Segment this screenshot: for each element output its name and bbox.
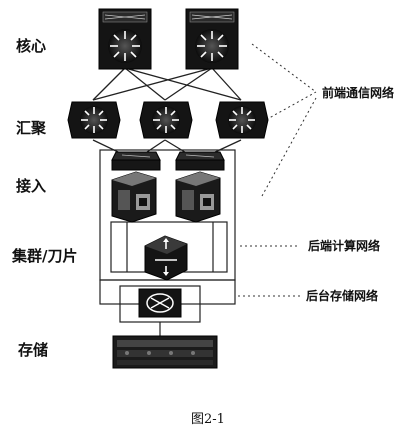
aggregation-switch-1 <box>67 101 121 139</box>
server-1 <box>111 171 157 223</box>
access-switch-2 <box>175 151 225 171</box>
layer-label-access: 接入 <box>16 177 47 195</box>
layer-label-cluster: 集群/刀片 <box>12 247 78 265</box>
frontend-bracket-lines <box>251 43 317 197</box>
aggregation-switch-3 <box>215 101 269 139</box>
network-label-frontend: 前端通信网络 <box>322 86 395 100</box>
cluster-switch <box>144 235 188 281</box>
core-switch-1 <box>98 8 152 70</box>
layer-label-aggregation: 汇聚 <box>16 119 47 137</box>
storage-array <box>112 335 218 369</box>
core-aggregation-links <box>92 67 242 101</box>
figure-caption: 图2-1 <box>191 412 225 427</box>
access-switch-1 <box>111 151 161 171</box>
layer-label-storage: 存储 <box>18 341 49 359</box>
aggregation-switch-2 <box>139 101 193 139</box>
backend-leader-lines <box>238 245 300 297</box>
core-switch-2 <box>185 8 239 70</box>
network-label-backend-compute: 后端计算网络 <box>308 239 381 253</box>
storage-switch <box>138 288 182 318</box>
network-label-backend-storage: 后台存储网络 <box>306 289 379 303</box>
server-2 <box>175 171 221 223</box>
layer-label-core: 核心 <box>16 37 47 55</box>
